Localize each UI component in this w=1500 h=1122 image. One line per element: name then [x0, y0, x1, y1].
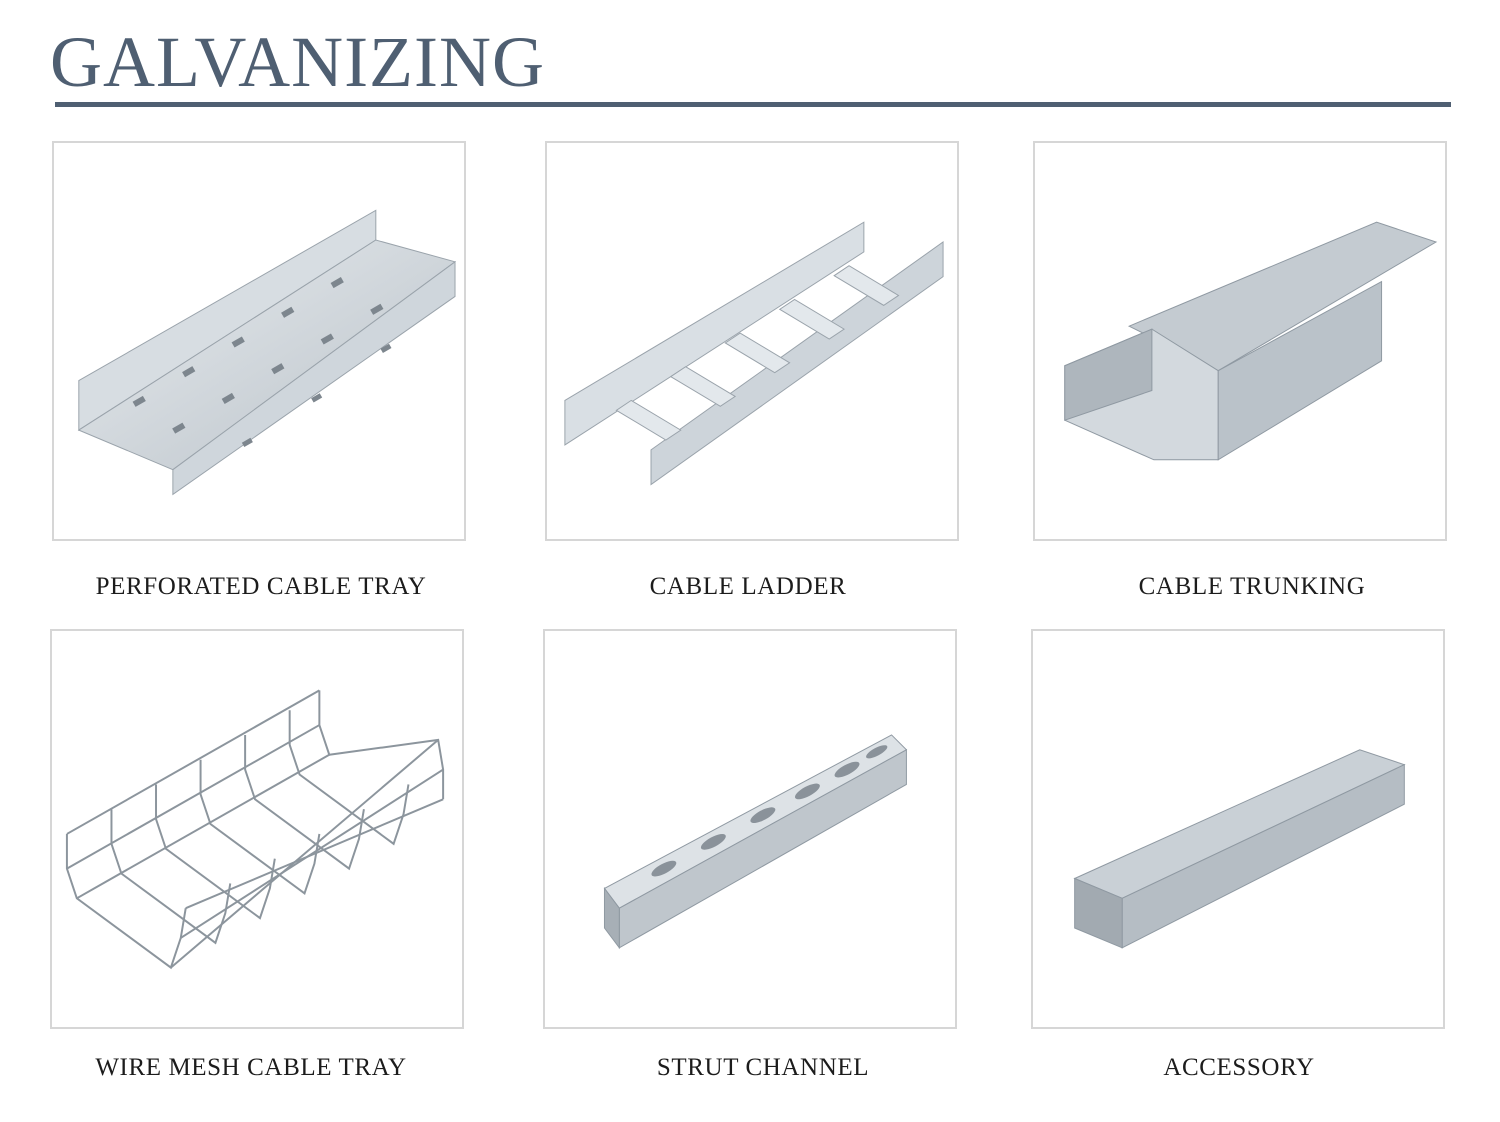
cable-ladder-image	[564, 221, 944, 486]
product-card-perforated-cable-tray[interactable]	[52, 141, 466, 541]
label-strut-channel[interactable]: STRUT CHANNEL	[656, 1054, 870, 1081]
product-card-wire-mesh-cable-tray[interactable]	[50, 629, 464, 1029]
product-card-accessory[interactable]	[1031, 629, 1445, 1029]
product-card-strut-channel[interactable]	[543, 629, 957, 1029]
title-underline	[55, 102, 1451, 107]
label-cable-ladder[interactable]: CABLE LADDER	[649, 573, 847, 600]
strut-channel-image	[603, 734, 908, 950]
label-accessory[interactable]: ACCESSORY	[1163, 1054, 1315, 1081]
cable-trunking-image	[1064, 221, 1438, 461]
label-cable-trunking[interactable]: CABLE TRUNKING	[1138, 573, 1366, 600]
product-card-cable-ladder[interactable]	[545, 141, 959, 541]
wire-mesh-cable-tray-image	[65, 689, 445, 970]
label-wire-mesh-cable-tray[interactable]: WIRE MESH CABLE TRAY	[95, 1054, 407, 1081]
label-perforated-cable-tray[interactable]: PERFORATED CABLE TRAY	[95, 573, 427, 600]
page-title: GALVANIZING	[50, 22, 545, 102]
product-card-cable-trunking[interactable]	[1033, 141, 1447, 541]
accessory-channel-image	[1073, 749, 1406, 949]
perforated-cable-tray-image	[77, 209, 457, 496]
